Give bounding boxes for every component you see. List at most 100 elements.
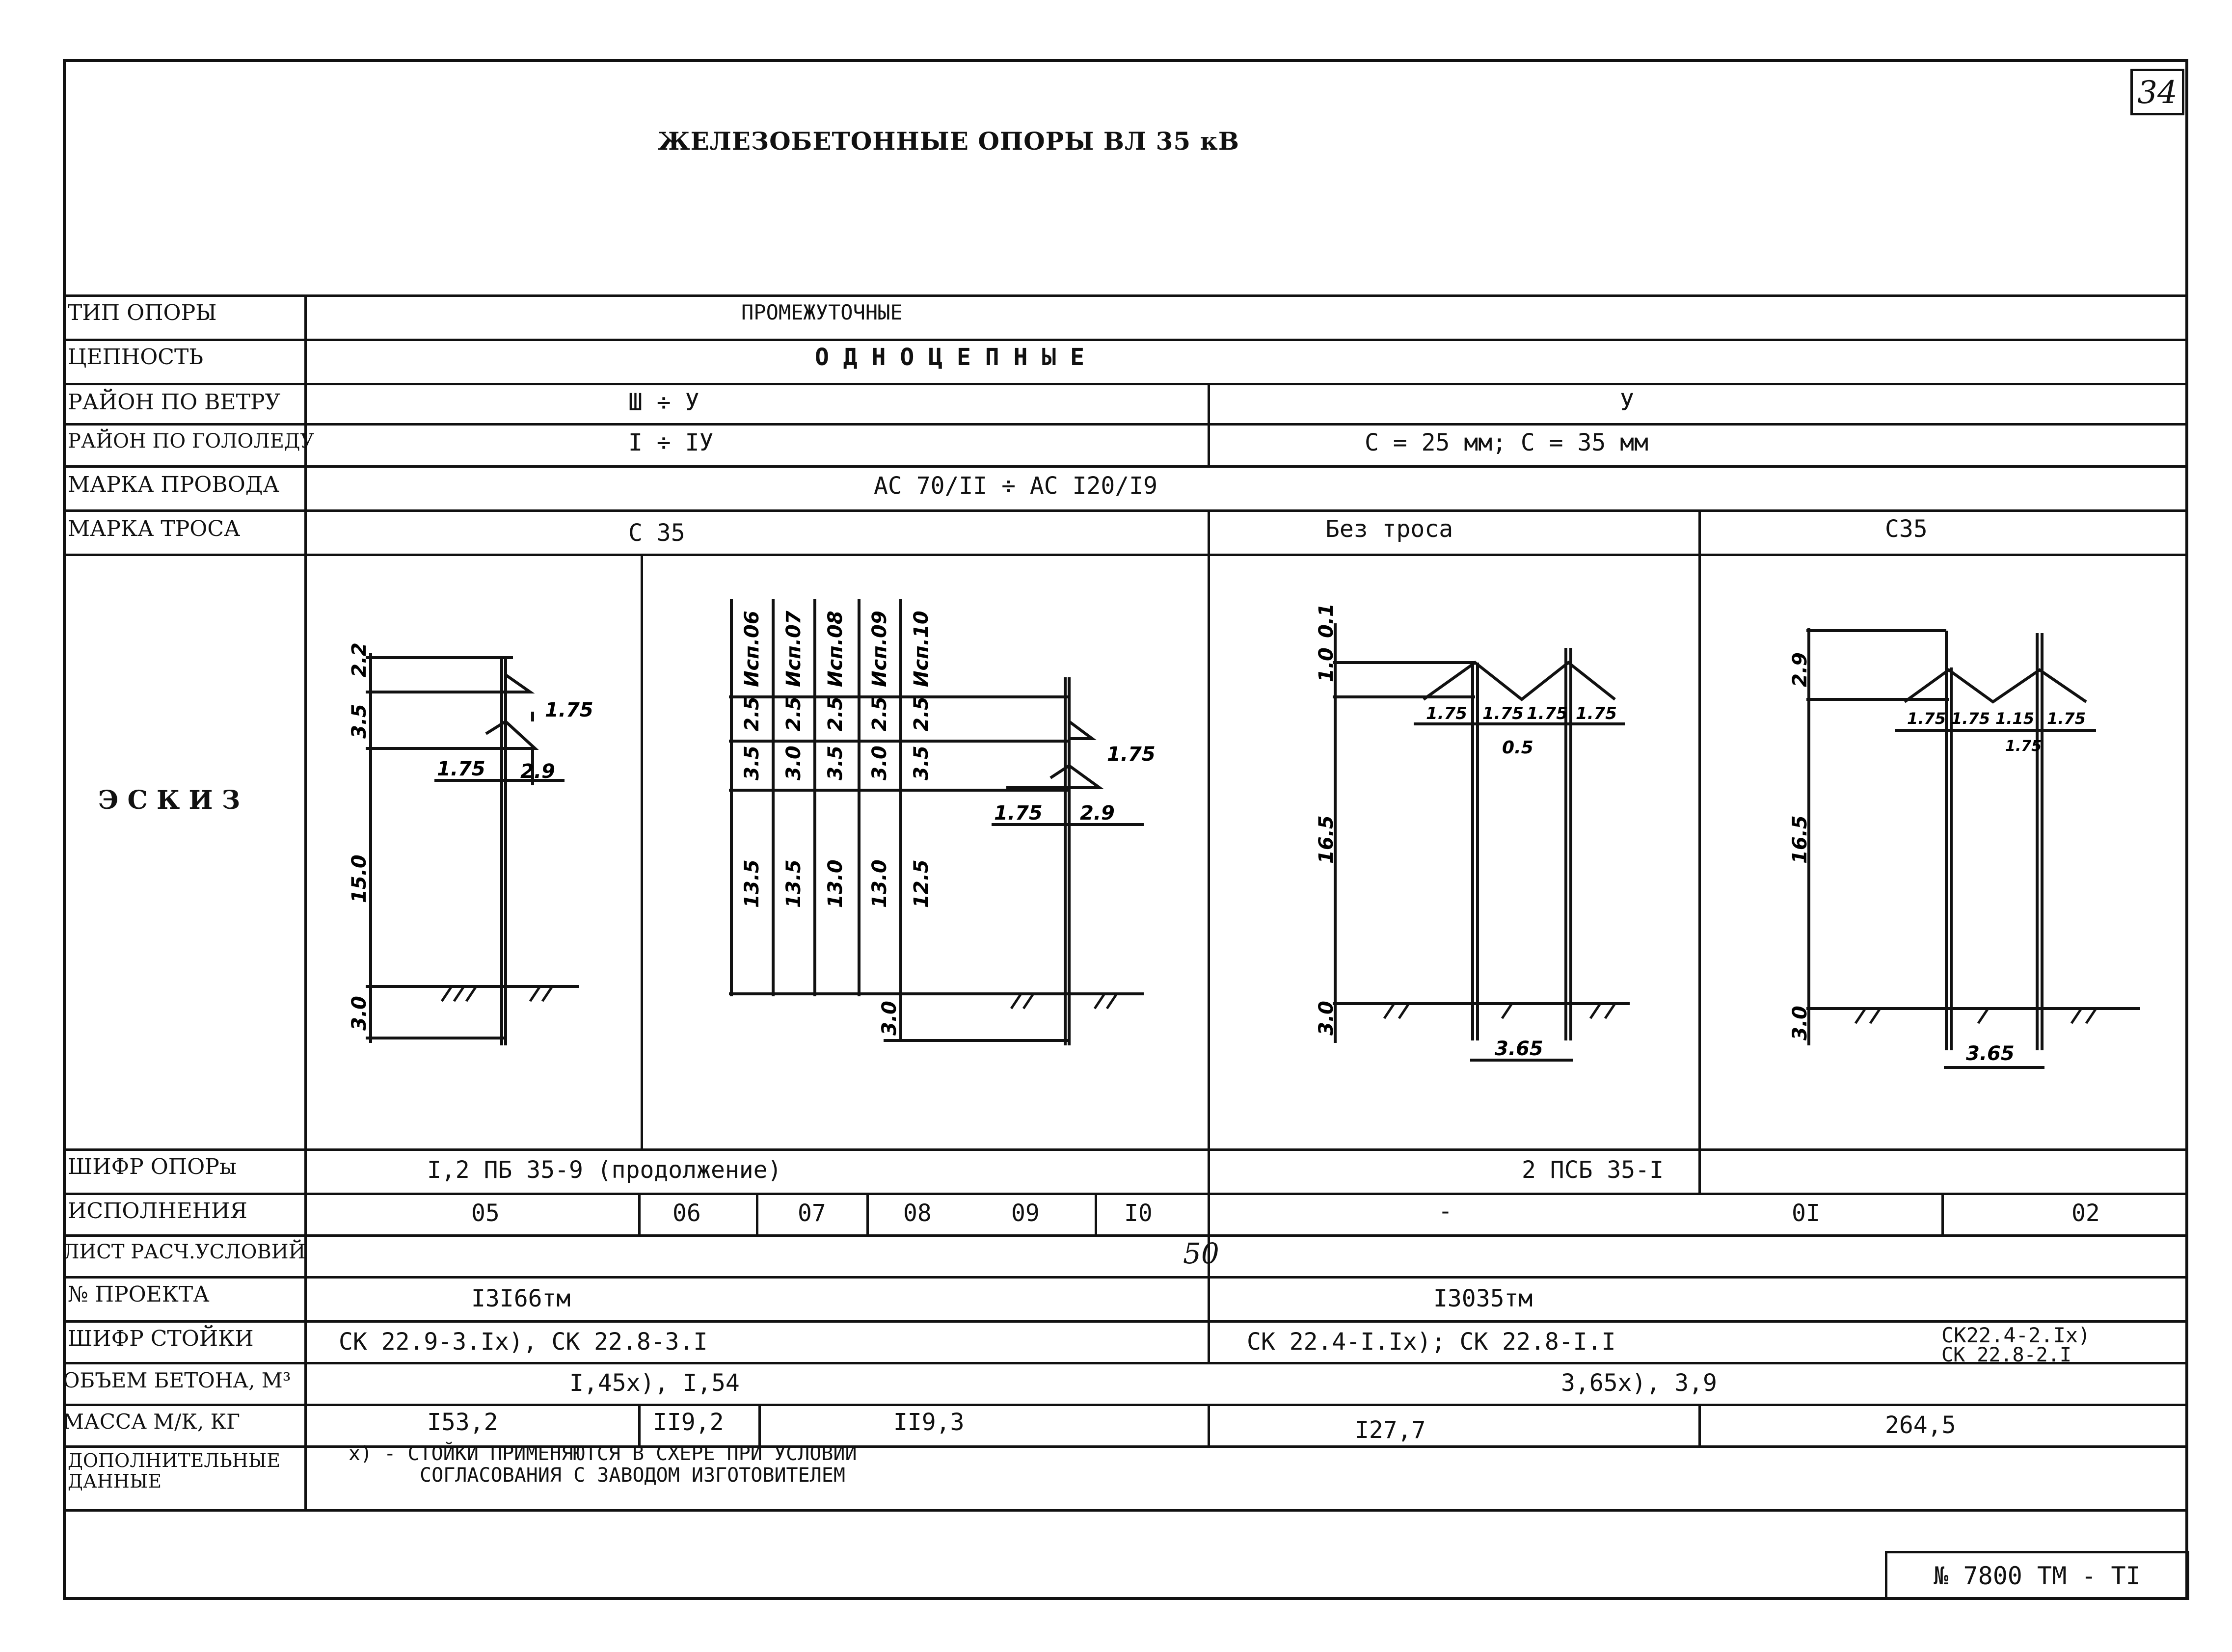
s2-r1-06: 2.5 (741, 696, 763, 731)
s1-dim-150: 15.0 (348, 854, 371, 903)
s4-dim-29: 2.9 (1789, 652, 1811, 687)
s2-r2-10: 3.5 (910, 746, 933, 780)
s3-dim-175b: 1.75 (1482, 704, 1524, 723)
s4-dim-115: 1.15 (1995, 709, 2034, 728)
s4-dim-175b: 1.75 (1951, 709, 1990, 728)
s3-dim-175a: 1.75 (1426, 704, 1467, 723)
s1-dim-top: 2.2 (348, 642, 371, 677)
version-09: 09 (1011, 1199, 1040, 1227)
value-ice-left: I ÷ IУ (628, 429, 714, 456)
value-circuit: О Д Н О Ц Е П Н Ы Е (815, 344, 1085, 371)
version-02: 02 (2071, 1199, 2100, 1227)
label-cable: МАРКА ТРОСА (68, 516, 241, 541)
s2-r3-09: 13.0 (868, 859, 891, 908)
value-project-right: I3035тм (1433, 1285, 1533, 1312)
value-mass-01-02: 264,5 (1885, 1412, 1956, 1439)
label-circuit: ЦЕПНОСТЬ (68, 345, 203, 370)
s2-r1-10: 2.5 (910, 696, 933, 731)
value-post-right-1: СК22.4-2.Iх) (1941, 1323, 2091, 1347)
label-calc-sheet: ЛИСТ РАСЧ.УСЛОВИЙ (63, 1241, 306, 1263)
s2-r2-07: 3.0 (782, 746, 805, 780)
s3-dim-30: 3.0 (1315, 1001, 1338, 1036)
value-mass-05: I53,2 (427, 1409, 498, 1436)
s2-r2-09: 3.0 (868, 746, 891, 780)
value-wind-left: Ш ÷ У (628, 389, 699, 416)
s2-dim-175a: 1.75 (1107, 743, 1156, 766)
s2-r3-06: 13.5 (741, 859, 763, 908)
s2-r3-07: 13.5 (782, 859, 805, 908)
version-05: 05 (471, 1199, 500, 1227)
s1-dim-29: 2.9 (520, 760, 555, 783)
version-08: 08 (903, 1199, 932, 1227)
value-cable-2: Без троса (1325, 515, 1453, 543)
version-07: 07 (798, 1199, 826, 1227)
s4-dim-30: 3.0 (1789, 1006, 1811, 1040)
s2-r3-10: 12.5 (910, 859, 933, 908)
s2-header-08: Исп.08 (824, 611, 847, 687)
version-none: - (1438, 1198, 1452, 1225)
label-mass: МАССА М/К, КГ (63, 1410, 240, 1434)
value-wire: АС 70/II ÷ АС I20/I9 (874, 472, 1157, 500)
s4-dim-175a: 1.75 (1907, 709, 1946, 728)
s3-dim-165: 16.5 (1315, 815, 1338, 864)
label-wire: МАРКА ПРОВОДА (68, 472, 279, 497)
s3-dim-01: 0.1 (1315, 603, 1338, 638)
version-06: 06 (672, 1199, 701, 1227)
s3-dim-10: 1.0 (1315, 647, 1338, 682)
page-title: ЖЕЛЕЗОБЕТОННЫЕ ОПОРЫ ВЛ 35 кВ (658, 127, 1239, 156)
s2-dim-29: 2.9 (1080, 802, 1115, 825)
s1-dim-175a: 1.75 (545, 699, 593, 721)
label-versions: ИСПОЛНЕНИЯ (68, 1199, 247, 1224)
value-mass-07-10: II9,3 (893, 1409, 965, 1436)
s4-dim-175c: 1.75 (2047, 709, 2086, 728)
label-project: № ПРОЕКТА (68, 1282, 210, 1307)
page-number: 34 (2130, 69, 2184, 115)
version-10: I0 (1124, 1199, 1153, 1227)
value-code-left: I,2 ПБ 35-9 (продолжение) (427, 1156, 782, 1184)
s2-r2-08: 3.5 (824, 746, 847, 780)
value-cable-1: С 35 (628, 519, 685, 547)
label-wind: РАЙОН ПО ВЕТРУ (68, 390, 281, 415)
s2-r1-09: 2.5 (868, 696, 891, 731)
value-post-left: СК 22.9-3.Iх), СК 22.8-3.I (339, 1328, 708, 1356)
s1-dim-30: 3.0 (348, 996, 371, 1031)
s2-header-09: Исп.09 (868, 611, 891, 687)
version-01: 0I (1792, 1199, 1820, 1227)
s1-dim-35: 3.5 (348, 704, 371, 739)
s2-r1-07: 2.5 (782, 696, 805, 731)
value-ice-right: С = 25 мм; С = 35 мм (1365, 429, 1648, 456)
value-mass-06: II9,2 (653, 1409, 724, 1436)
s3-dim-365: 3.65 (1495, 1038, 1543, 1060)
document-stamp: № 7800 ТМ - ТI (1885, 1551, 2189, 1600)
value-type: ПРОМЕЖУТОЧНЫЕ (741, 300, 903, 324)
drawing-frame (63, 59, 2188, 1600)
value-concrete-right: 3,65х), 3,9 (1561, 1369, 1717, 1397)
s2-r3-08: 13.0 (824, 859, 847, 908)
s2-dim-175b: 1.75 (994, 802, 1043, 825)
value-concrete-left: I,45х), I,54 (569, 1369, 740, 1397)
s4-dim-365: 3.65 (1966, 1042, 2015, 1065)
footnote-line-1: х) - СТОЙКИ ПРИМЕНЯЮТСЯ В СХЕРЕ ПРИ УСЛО… (349, 1442, 857, 1465)
footnote-line-2: СОГЛАСОВАНИЯ С ЗАВОДОМ ИЗГОТОВИТЕЛЕМ (420, 1464, 845, 1487)
value-cable-3: С35 (1885, 515, 1928, 543)
label-ice: РАЙОН ПО ГОЛОЛЕДУ (68, 430, 315, 453)
label-type: ТИП ОПОРЫ (68, 300, 217, 325)
s3-dim-175c: 1.75 (1527, 704, 1568, 723)
s2-header-10: Исп.10 (910, 611, 933, 687)
s1-dim-175b: 1.75 (437, 758, 485, 780)
s2-header-07: Исп.07 (782, 611, 805, 687)
label-sketch: Э С К И З (98, 785, 241, 815)
s2-r1-08: 2.5 (824, 696, 847, 731)
value-wind-right: У (1620, 389, 1634, 416)
s3-dim-05: 0.5 (1502, 738, 1533, 758)
value-calc-sheet: 50 (1183, 1237, 1219, 1270)
label-post-code: ШИФР СТОЙКИ (68, 1326, 254, 1351)
s2-r2-06: 3.5 (741, 746, 763, 780)
s2-header-06: Исп.06 (741, 611, 763, 687)
value-post-mid: СК 22.4-I.Iх); СК 22.8-I.I (1247, 1328, 1616, 1356)
s3-dim-175d: 1.75 (1576, 704, 1617, 723)
value-code-right: 2 ПСБ 35-I (1522, 1156, 1664, 1184)
s4-dim-165: 16.5 (1789, 815, 1811, 864)
value-project-left: I3I66тм (471, 1285, 571, 1312)
